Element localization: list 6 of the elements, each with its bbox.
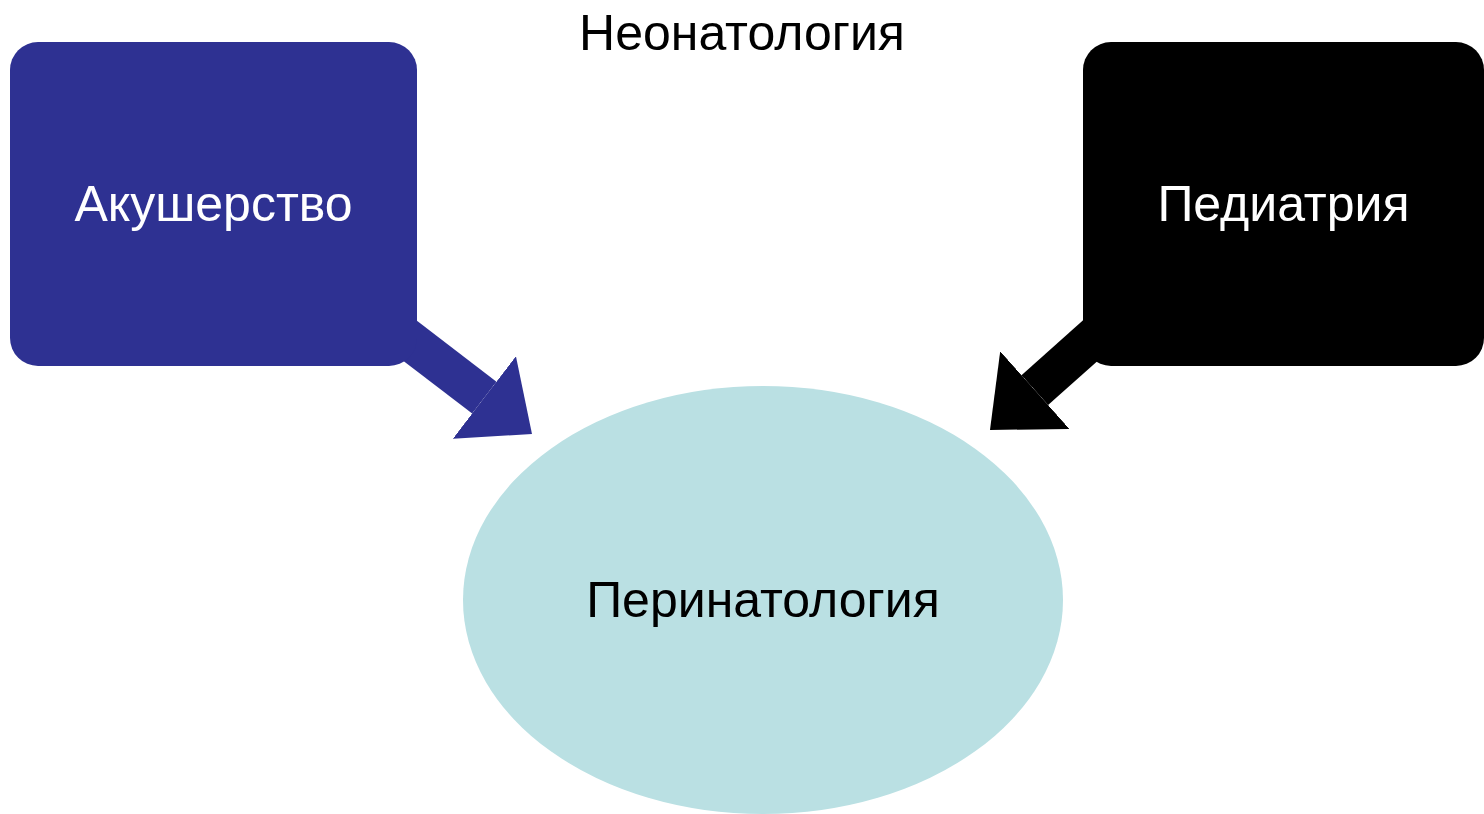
node-label: Акушерство (74, 175, 353, 233)
node-label: Педиатрия (1157, 175, 1410, 233)
process-box (10, 42, 417, 366)
title: Неонатология (579, 4, 905, 62)
node-label: Перинатология (586, 571, 940, 629)
process-box (1083, 42, 1484, 366)
